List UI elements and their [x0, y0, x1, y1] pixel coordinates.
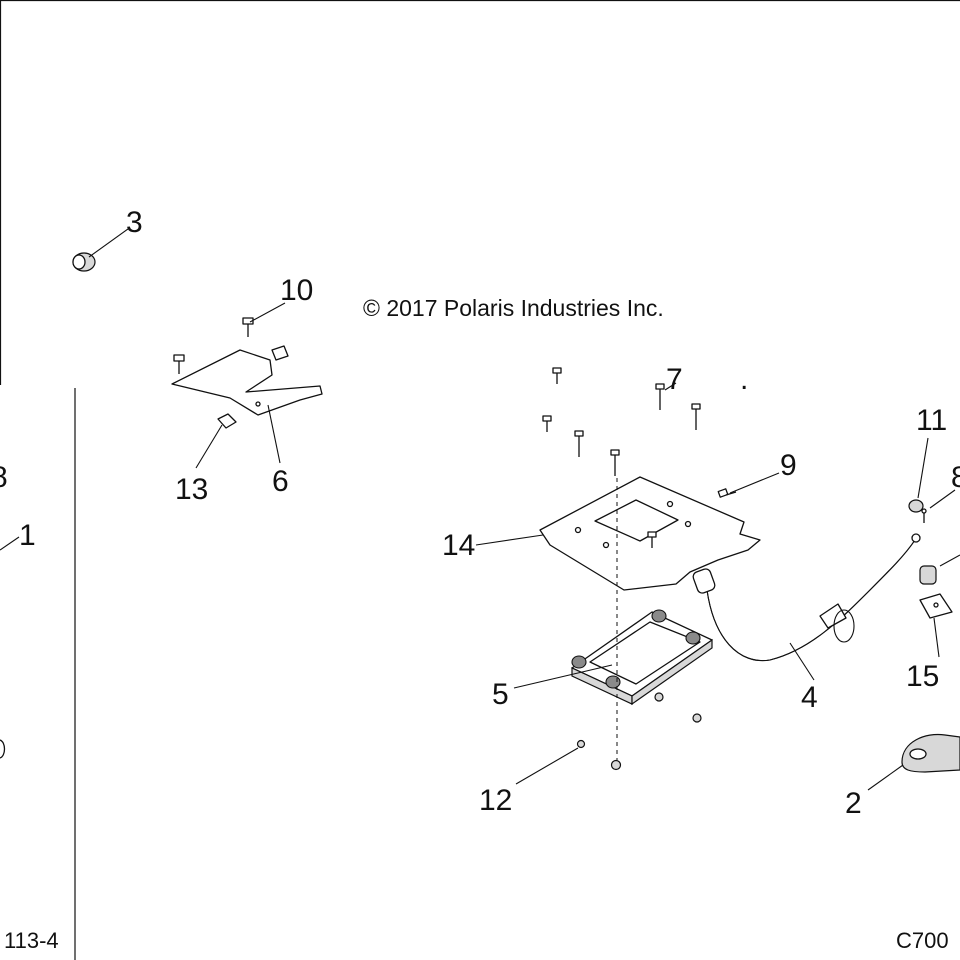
callout-left-1: 1	[19, 519, 36, 552]
part-13-clip	[217, 413, 237, 429]
part-8-screw	[921, 508, 927, 523]
bolt-left	[173, 354, 185, 374]
callout-right-8: 8	[951, 461, 960, 494]
callout-3: 3	[126, 206, 143, 239]
callout-12: 12	[479, 784, 512, 817]
callout-7: 7	[666, 363, 683, 396]
part-15-clamp	[919, 565, 953, 619]
part-6-bracket	[171, 349, 323, 416]
callout-2: 2	[845, 787, 862, 820]
callout-dot: .	[740, 363, 748, 396]
leader-lines	[0, 228, 960, 791]
left-edge-partial-part	[0, 739, 6, 759]
part-10-bolt	[242, 317, 254, 337]
part-3-cap	[72, 252, 96, 272]
clip-nut	[271, 345, 289, 361]
part-4-cable	[692, 533, 921, 662]
right-panel-code: C700	[896, 928, 949, 953]
part-9-screw	[717, 488, 737, 498]
callout-4: 4	[801, 681, 818, 714]
callout-9: 9	[780, 449, 797, 482]
callout-6: 6	[272, 465, 289, 498]
callout-11: 11	[916, 404, 947, 437]
callout-5: 5	[492, 678, 509, 711]
callout-15: 15	[906, 660, 939, 693]
copyright-text: © 2017 Polaris Industries Inc.	[363, 295, 664, 321]
callout-10: 10	[280, 274, 313, 307]
callout-14: 14	[442, 529, 475, 562]
part-12-nuts	[576, 692, 702, 771]
part-7-bolts	[542, 367, 701, 548]
callout-left-8: 8	[0, 461, 8, 494]
callout-13: 13	[175, 473, 208, 506]
part-11-nut	[908, 499, 924, 513]
part-5-module	[571, 609, 713, 706]
left-panel-code: 113-4	[4, 928, 59, 953]
part-2-component	[901, 733, 960, 773]
